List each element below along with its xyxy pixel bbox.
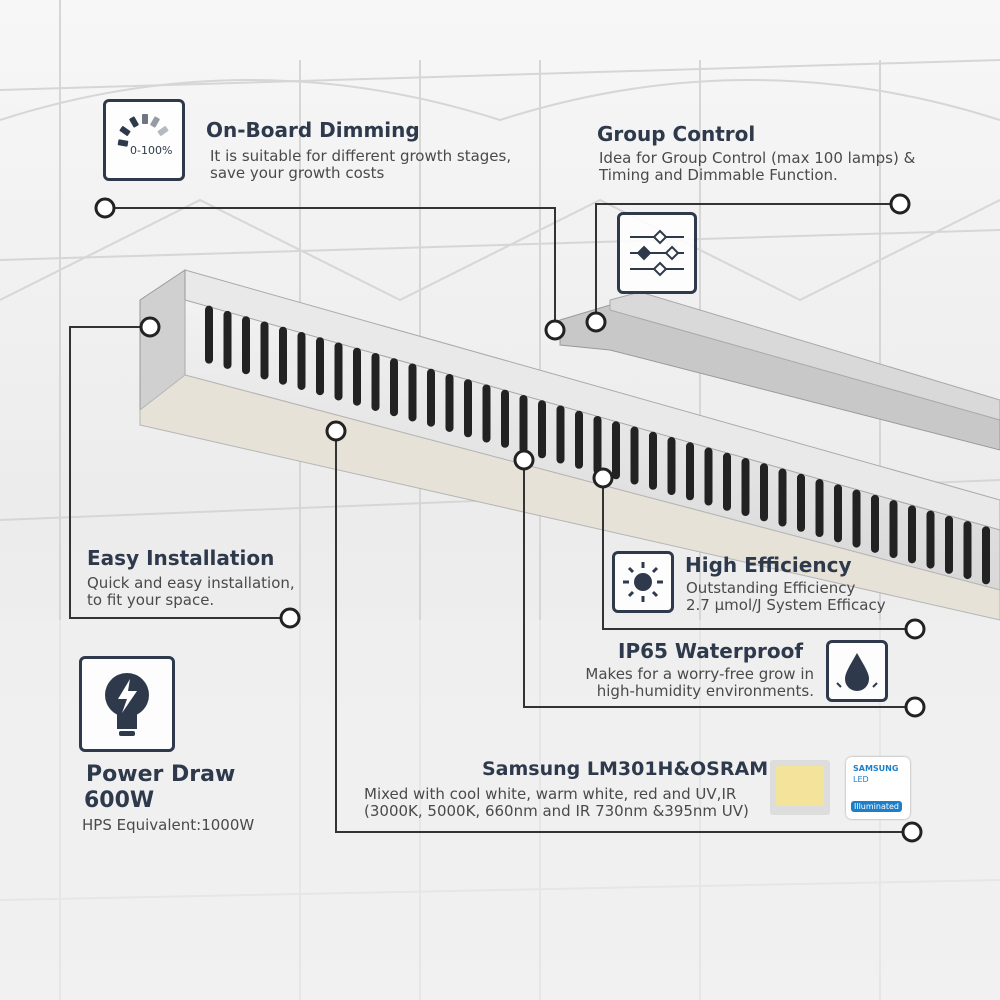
waterproof-title: IP65 Waterproof — [618, 639, 804, 663]
vent-slot — [279, 326, 287, 385]
vent-slot — [316, 337, 324, 396]
dimming-title: On-Board Dimming — [206, 118, 420, 142]
vent-slot — [501, 389, 509, 448]
vent-slot — [445, 373, 454, 432]
vent-slot — [464, 379, 472, 438]
vent-slot — [334, 342, 343, 401]
vent-slot — [575, 410, 583, 469]
badge-brand: SAMSUNG — [853, 764, 899, 773]
vent-slot — [982, 526, 990, 585]
vent-slot — [667, 437, 676, 496]
vent-slot — [427, 368, 435, 427]
vent-slot — [963, 521, 972, 580]
dimmer-gauge-icon: 0-100% — [103, 99, 185, 181]
badge-tag: Illuminated — [851, 801, 902, 812]
dimming-desc: It is suitable for different growth stag… — [210, 147, 512, 182]
group-desc: Idea for Group Control (max 100 lamps) &… — [599, 149, 916, 184]
vent-slot — [353, 347, 361, 406]
vent-slot — [538, 400, 546, 459]
vent-slot — [242, 316, 250, 375]
vent-slot — [649, 431, 657, 490]
power-value: 600W — [84, 788, 155, 813]
power-title: Power Draw — [86, 762, 236, 787]
power-note: HPS Equivalent:1000W — [82, 816, 255, 834]
badge-type: LED — [853, 775, 869, 784]
vent-slot — [612, 421, 620, 480]
vent-slot — [741, 458, 750, 517]
vent-slot — [297, 331, 306, 390]
vent-slot — [926, 510, 935, 569]
water-drop-icon — [826, 640, 888, 702]
sliders-icon — [617, 212, 697, 294]
vent-slot — [260, 321, 269, 380]
efficiency-desc: Outstanding Efficiency 2.7 μmol/J System… — [686, 579, 886, 614]
vent-slot — [778, 468, 787, 527]
samsung-led-badge: SAMSUNG LED Illuminated — [846, 757, 910, 819]
vent-slot — [519, 394, 528, 453]
vent-slot — [556, 405, 565, 464]
vent-slot — [945, 515, 953, 574]
dimmer-label: 0-100% — [130, 144, 173, 157]
callout-dots — [94, 193, 926, 843]
vent-slot — [593, 416, 602, 475]
grow-light-fixture — [139, 269, 1000, 621]
leds-title: Samsung LM301H&OSRAM — [482, 758, 769, 780]
vent-slot — [834, 484, 842, 543]
led-chip-image — [770, 760, 830, 815]
vent-slot — [371, 352, 380, 411]
callout-lines — [69, 203, 915, 833]
vent-slot — [889, 500, 898, 559]
lightbulb-bolt-icon — [79, 656, 175, 752]
vent-slot — [686, 442, 694, 501]
vent-slot — [723, 452, 731, 511]
vent-slot — [871, 494, 879, 553]
sun-icon — [612, 551, 674, 613]
vent-slot — [704, 447, 713, 506]
vent-slot — [390, 358, 398, 417]
vent-slot — [908, 505, 916, 564]
waterproof-desc: Makes for a worry-free grow in high-humi… — [585, 665, 814, 700]
vent-slot — [205, 305, 213, 364]
vent-slot — [223, 310, 232, 369]
vent-slot — [852, 489, 861, 548]
group-title: Group Control — [597, 122, 756, 146]
vent-slot — [630, 426, 639, 485]
vent-slot — [760, 463, 768, 522]
vent-slot — [815, 479, 824, 538]
leds-desc: Mixed with cool white, warm white, red a… — [364, 785, 749, 820]
installation-title: Easy Installation — [87, 546, 275, 570]
vent-slot — [797, 473, 805, 532]
efficiency-title: High Efficiency — [685, 553, 852, 577]
vent-slot — [408, 363, 417, 422]
installation-desc: Quick and easy installation, to fit your… — [87, 574, 295, 609]
vent-slot — [482, 384, 491, 443]
